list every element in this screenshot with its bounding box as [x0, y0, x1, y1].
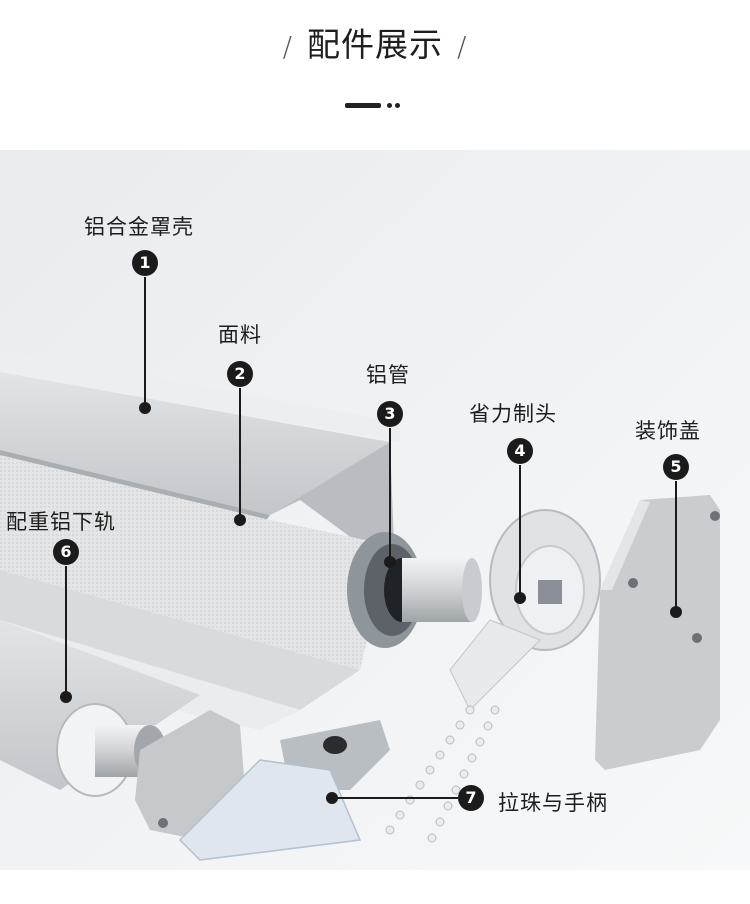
part-label-7: 拉珠与手柄: [498, 791, 608, 815]
bottom-rail: [0, 620, 245, 840]
part-label-3: 铝管: [366, 363, 410, 387]
part-badge-7: 7: [458, 785, 484, 811]
leader-lines: [60, 277, 682, 804]
part-badge-1: 1: [132, 250, 158, 276]
end-cap: [595, 495, 720, 770]
title-slash-right: /: [457, 30, 468, 63]
part-badge-5: 5: [663, 454, 689, 480]
part-label-1: 铝合金罩壳: [84, 215, 194, 239]
part-label-6: 配重铝下轨: [6, 510, 116, 534]
title-slash-left: /: [282, 30, 293, 63]
aluminum-tube: [347, 532, 482, 648]
title-text: 配件展示: [307, 25, 443, 64]
page-header: / 配件展示 /: [0, 0, 750, 150]
part-badge-2: 2: [227, 361, 253, 387]
product-photo: 铝合金罩壳 1 面料 2 铝管 3 省力制头 4 装饰盖 5 配重铝下轨 6 7…: [0, 150, 750, 870]
roller-blind-illustration: [0, 150, 750, 870]
part-badge-6: 6: [53, 539, 79, 565]
part-badge-3: 3: [377, 401, 403, 427]
pull-handle: [178, 720, 390, 861]
fabric-panel: [0, 455, 390, 730]
part-label-4: 省力制头: [469, 402, 557, 426]
bottom-margin: [0, 870, 750, 904]
part-label-5: 装饰盖: [635, 419, 701, 443]
part-label-2: 面料: [218, 323, 262, 347]
control-unit: [449, 509, 601, 711]
part-badge-4: 4: [507, 438, 533, 464]
section-title: / 配件展示 /: [0, 18, 750, 66]
